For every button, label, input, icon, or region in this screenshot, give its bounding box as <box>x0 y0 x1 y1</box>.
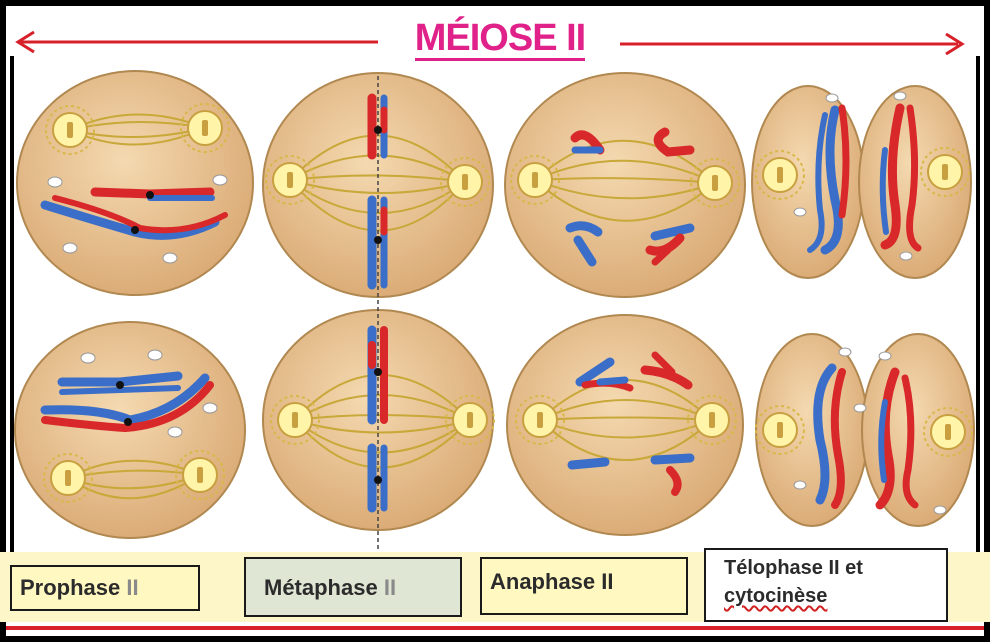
label-metaphase: Métaphase II <box>244 557 462 617</box>
telophase-cell-1 <box>752 86 971 278</box>
prophase-cell-2 <box>15 322 245 538</box>
label-telophase: Télophase II et cytocinèse <box>704 548 948 622</box>
anaphase-cell-1 <box>505 73 745 297</box>
anaphase-cell-2 <box>507 315 743 535</box>
label-prophase: Prophase II <box>10 565 200 611</box>
label-metaphase-numeral: II <box>384 575 396 600</box>
prophase-cell-1 <box>17 71 253 295</box>
telophase-cell-2 <box>756 334 974 526</box>
page-title: MÉIOSE II <box>415 18 585 61</box>
title-container: MÉIOSE II <box>380 14 620 64</box>
label-telophase-line2: cytocinèse <box>724 582 946 610</box>
label-prophase-numeral: II <box>126 575 138 600</box>
label-prophase-name: Prophase <box>20 575 120 600</box>
label-anaphase-numeral: II <box>601 569 613 594</box>
label-anaphase: Anaphase II <box>480 557 688 615</box>
metaphase-cell-1 <box>263 73 493 300</box>
label-anaphase-name: Anaphase <box>490 569 595 594</box>
metaphase-cell-2 <box>263 300 494 552</box>
label-telophase-line1: Télophase II et <box>724 554 946 582</box>
label-metaphase-name: Métaphase <box>264 575 378 600</box>
